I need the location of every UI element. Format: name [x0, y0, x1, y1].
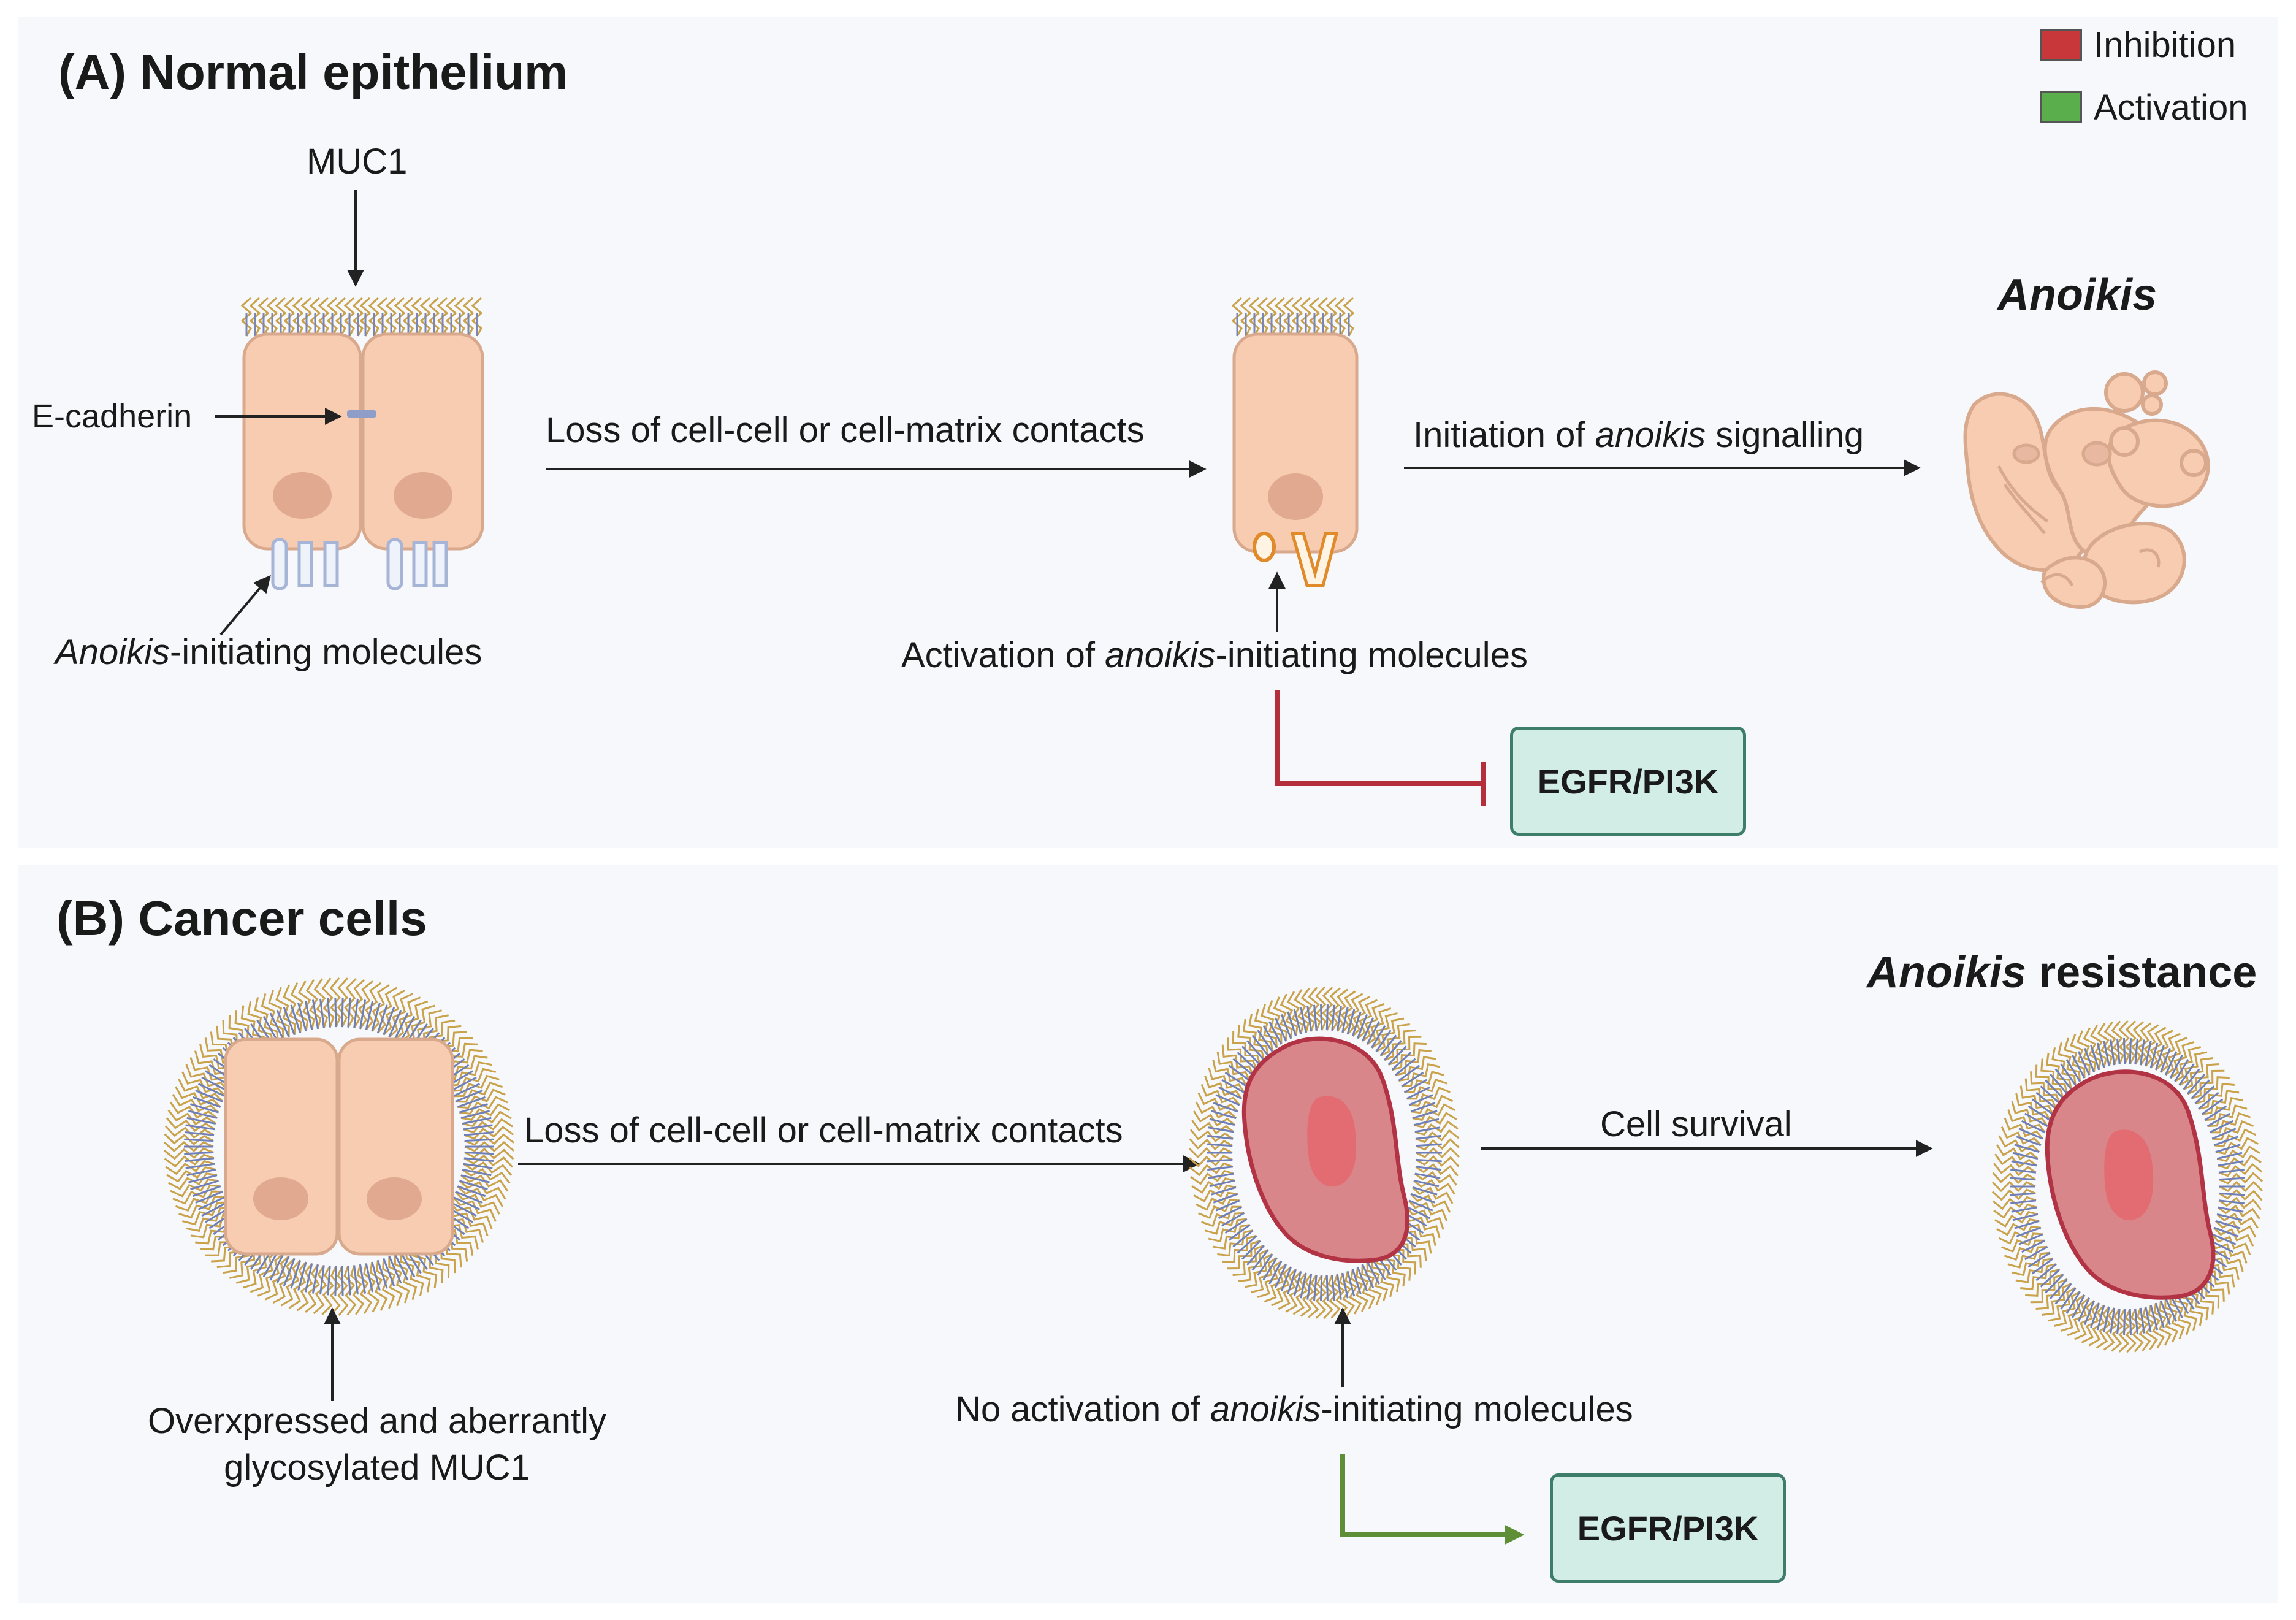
- cancer-cell-left: [224, 1037, 339, 1256]
- inhibition-connector: [1275, 690, 1484, 786]
- e-cadherin-marker: [347, 410, 376, 418]
- initiation-anoikis-label: Initiation of anoikis signalling: [1413, 415, 1864, 456]
- no-activation-post: -initiating molecules: [1321, 1389, 1633, 1429]
- muc1-label: MUC1: [307, 142, 408, 181]
- detached-cancer-cell: [1188, 986, 1460, 1320]
- overexpressed-muc1-label: Overxpressed and aberrantly glycosylated …: [74, 1398, 681, 1491]
- nucleus-left: [273, 472, 332, 519]
- detached-cell-body: [1232, 332, 1359, 554]
- surviving-cancer-cell: [1991, 1020, 2264, 1353]
- activated-molecule-v: [1290, 532, 1339, 587]
- cell-survival-label: Cell survival: [1600, 1104, 1792, 1144]
- no-activation-pre: No activation of: [955, 1389, 1210, 1429]
- activated-molecule-ring: [1253, 532, 1276, 562]
- legend-activation-swatch: [2040, 91, 2082, 123]
- legend-inhibition-label: Inhibition: [2094, 25, 2237, 65]
- egfr-pi3k-box-b: EGFR/PI3K: [1550, 1473, 1786, 1583]
- overexpressed-muc1-line1: Overxpressed and aberrantly: [148, 1401, 606, 1441]
- detached-nucleus: [1268, 473, 1323, 520]
- cancer-cell-pair: [164, 977, 514, 1316]
- no-activation-italic: anoikis: [1210, 1389, 1321, 1429]
- muc1-glycocalyx-detached: [1231, 297, 1355, 337]
- anoikis-outcome-label: Anoikis: [1997, 270, 2157, 319]
- legend-activation-label: Activation: [2094, 88, 2248, 128]
- normal-epithelium-cells: [240, 297, 484, 590]
- initiation-pre: Initiation of: [1413, 415, 1595, 455]
- detached-cancer-nucleus: [1307, 1096, 1357, 1187]
- detached-cell: [1231, 297, 1359, 587]
- panel-a-title: (A) Normal epithelium: [58, 45, 568, 99]
- loss-contacts-label-a: Loss of cell-cell or cell-matrix contact…: [546, 410, 1145, 450]
- cancer-glycocalyx-surviving: [1991, 1020, 2264, 1353]
- initiation-post: signalling: [1706, 415, 1864, 455]
- cancer-glycocalyx-detached: [1188, 986, 1460, 1320]
- anoikis-resistance-label: Anoikis resistance: [1867, 947, 2257, 998]
- cancer-cell-right: [337, 1037, 454, 1256]
- overexpressed-muc1-line2: glycosylated MUC1: [224, 1448, 530, 1488]
- anoikis-initiating-label-italic: Anoikis: [55, 632, 170, 672]
- anoikis-initiating-label: Anoikis-initiating molecules: [55, 632, 482, 673]
- egfr-pi3k-box-a: EGFR/PI3K: [1510, 727, 1746, 836]
- muc1-glycocalyx-right: [359, 297, 483, 337]
- activation-molecules-label: Activation of anoikis-initiating molecul…: [901, 635, 1528, 676]
- activation-pre: Activation of: [901, 635, 1105, 675]
- anoikis-initiating-label-rest: -initiating molecules: [169, 632, 482, 672]
- e-cadherin-label: E-cadherin: [32, 398, 193, 435]
- anoikis-initiating-molecules-normal: [271, 538, 448, 590]
- activation-post: -initiating molecules: [1215, 635, 1528, 675]
- anoikis-apoptotic-fragments: [1963, 370, 2210, 609]
- no-activation-label: No activation of anoikis-initiating mole…: [955, 1389, 1633, 1430]
- anoikis-resistance-italic: Anoikis: [1867, 948, 2027, 997]
- anoikis-fragment-organelles: [1997, 441, 2161, 587]
- anoikis-resistance-rest: resistance: [2026, 948, 2257, 997]
- surviving-cancer-nucleus: [2104, 1129, 2154, 1221]
- panel-b-title: (B) Cancer cells: [56, 891, 427, 946]
- activation-connector: [1340, 1454, 1525, 1545]
- cancer-pair-nucleus-left: [253, 1177, 308, 1220]
- activation-italic: anoikis: [1105, 635, 1216, 675]
- initiation-italic: anoikis: [1595, 415, 1706, 455]
- nucleus-right: [394, 472, 452, 519]
- muc1-glycocalyx-left: [240, 297, 364, 337]
- loss-contacts-label-b: Loss of cell-cell or cell-matrix contact…: [524, 1110, 1123, 1150]
- legend-inhibition-swatch: [2040, 29, 2082, 61]
- cancer-pair-nucleus-right: [367, 1177, 422, 1220]
- initiating-molecules-arrow: [219, 575, 271, 636]
